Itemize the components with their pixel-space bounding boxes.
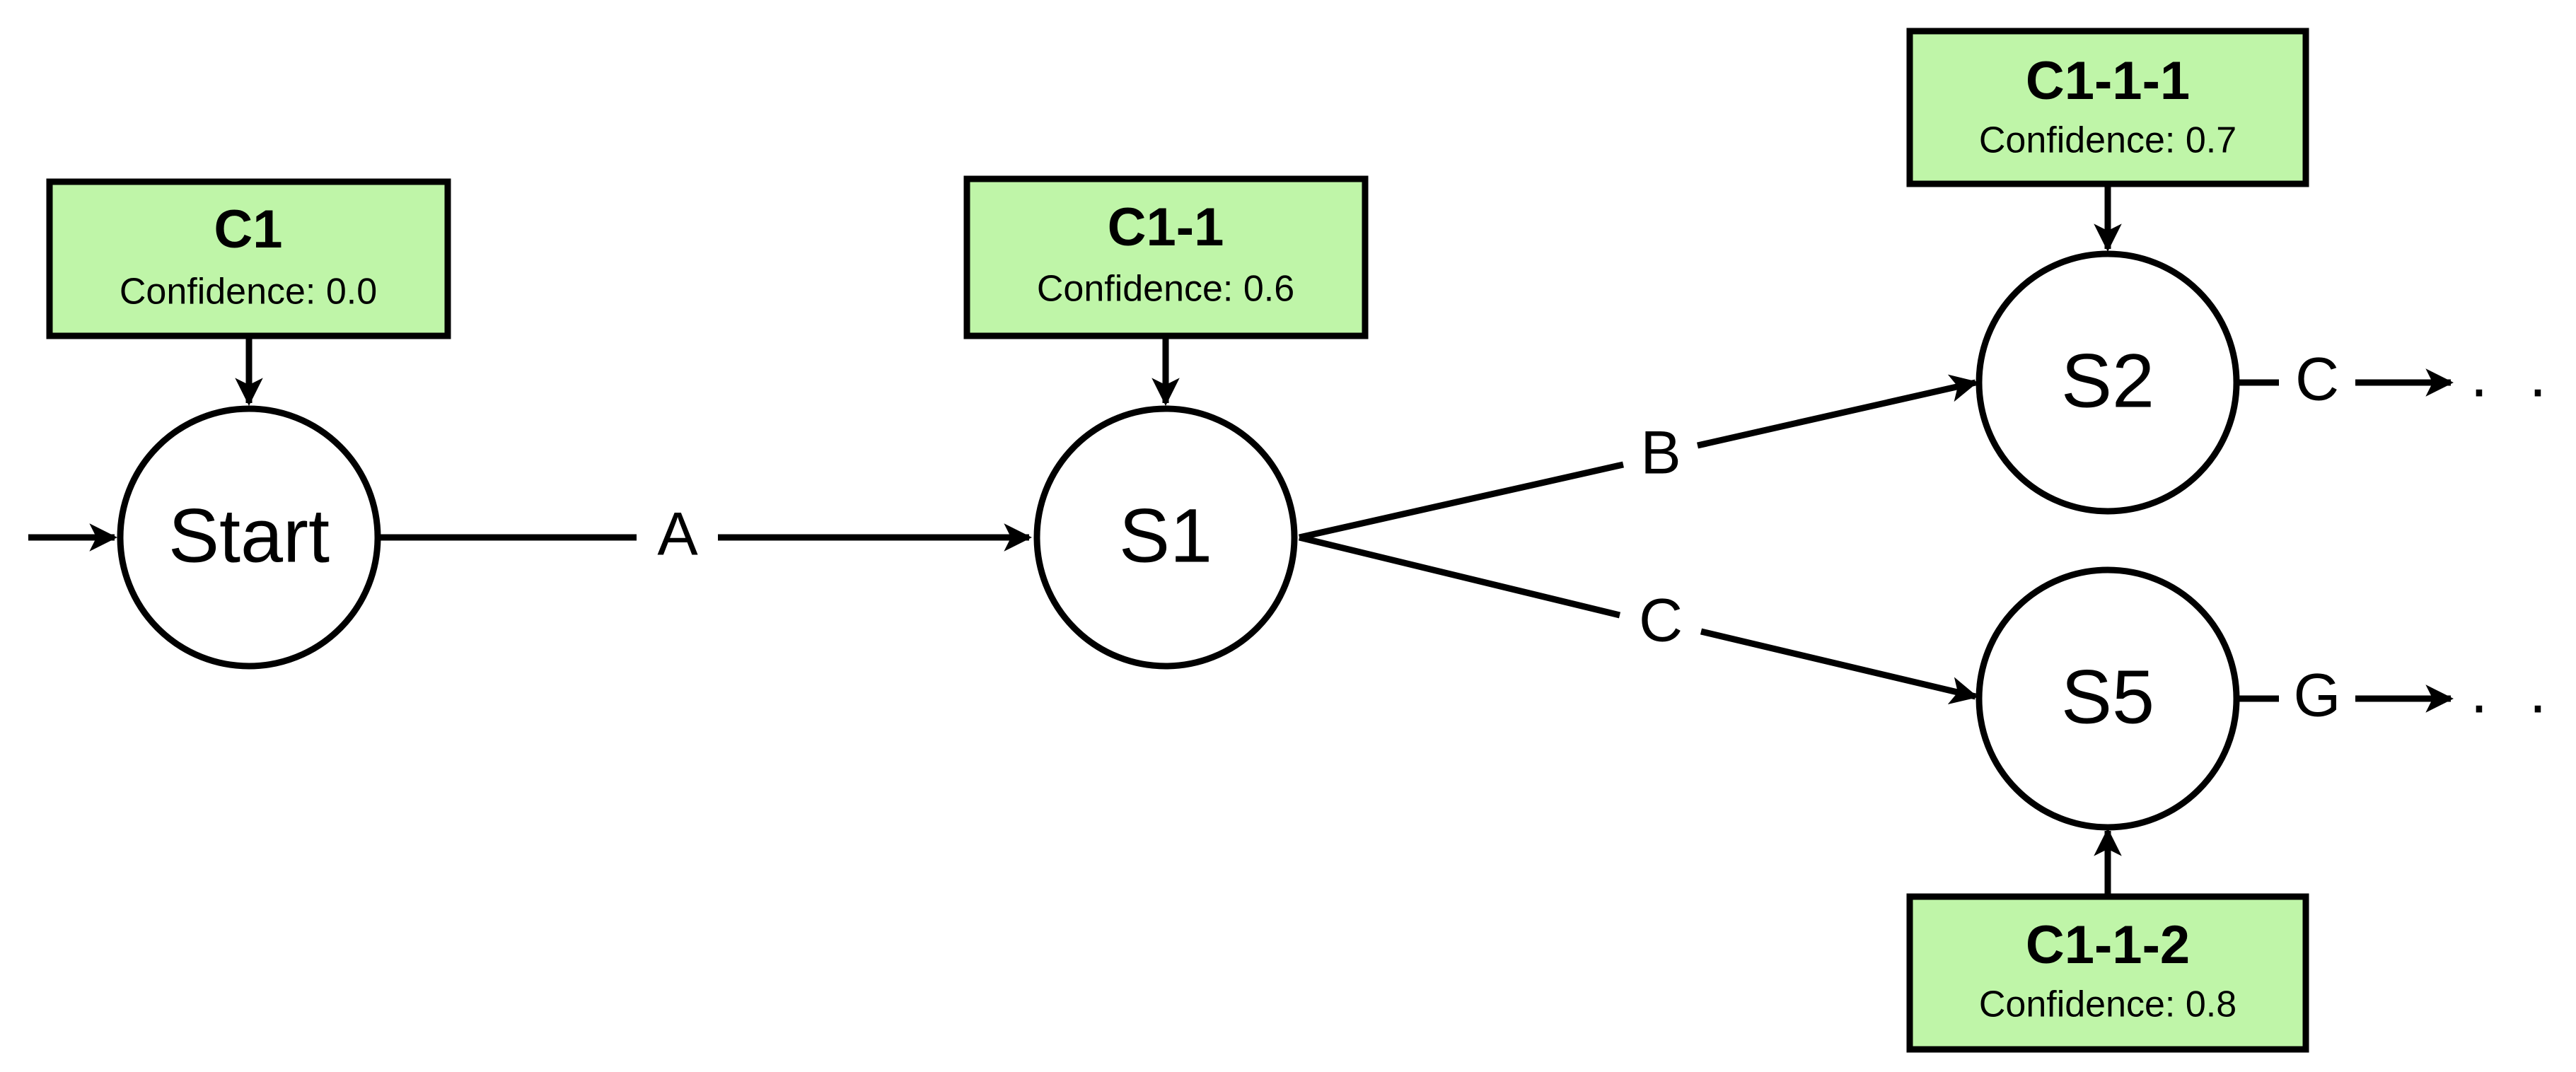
confidence-box-title: C1-1-1: [2026, 51, 2190, 111]
confidence-box-value: Confidence: 0.6: [1037, 269, 1294, 310]
edge-label-c-out: C: [2295, 346, 2339, 414]
confidence-box-c1-1-1: C1-1-1 Confidence: 0.7: [1906, 28, 2309, 187]
confidence-box-c1-1: C1-1 Confidence: 0.6: [963, 175, 1369, 339]
node-s1-label: S1: [1119, 493, 1212, 578]
continuation-dots-s2: · · ·: [2468, 354, 2576, 424]
edge-s1-s5-line-2: [1700, 628, 1978, 705]
confidence-box-value: Confidence: 0.7: [1979, 120, 2236, 161]
confidence-box-title: C1: [214, 199, 282, 260]
edge-label-c: C: [1639, 587, 1683, 655]
node-s5-label: S5: [2061, 654, 2154, 740]
node-s1: S1: [1033, 405, 1298, 670]
node-s5: S5: [1975, 566, 2240, 831]
edge-s1-s2-line-1: [1299, 461, 1624, 541]
confidence-box-value: Confidence: 0.8: [1979, 984, 2236, 1025]
confidence-box-title: C1-1: [1108, 197, 1224, 257]
node-start: Start: [117, 405, 381, 670]
edge-label-g-out: G: [2294, 662, 2341, 730]
node-s2-label: S2: [2061, 338, 2154, 424]
confidence-box-c1: C1 Confidence: 0.0: [46, 178, 451, 339]
edge-label-b: B: [1640, 419, 1681, 487]
node-s2: S2: [1975, 250, 2240, 515]
edge-s1-s2-line-2: [1697, 374, 1978, 449]
continuation-dots-s5: · · ·: [2468, 670, 2576, 740]
confidence-box-title: C1-1-2: [2026, 915, 2190, 975]
node-start-label: Start: [168, 493, 330, 578]
confidence-box-c1-1-2: C1-1-2 Confidence: 0.8: [1906, 893, 2309, 1053]
confidence-box-value: Confidence: 0.0: [120, 272, 377, 313]
edge-label-a: A: [657, 501, 698, 569]
edge-s1-s5-line-1: [1298, 534, 1621, 619]
